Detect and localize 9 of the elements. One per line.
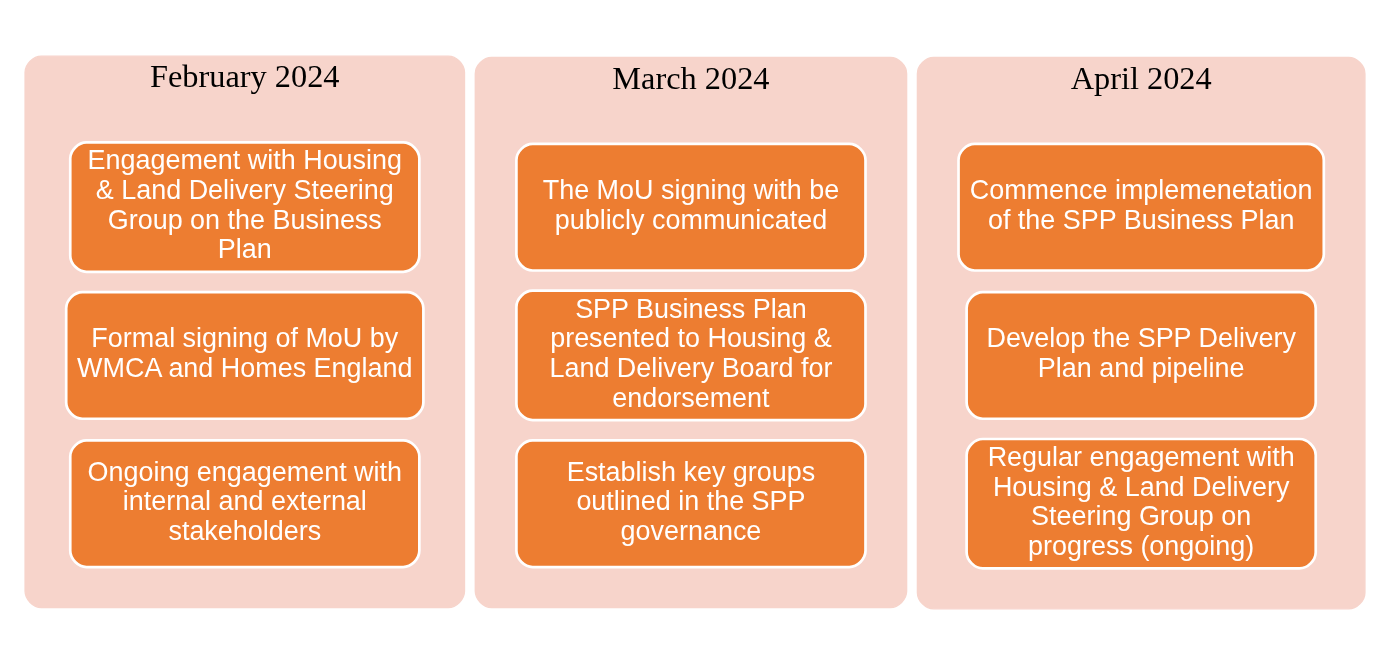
node-box: Formal signing of MoU by WMCA and Homes England (64, 290, 425, 420)
node-box: Establish key groups outlined in the SPP governance (515, 438, 867, 568)
node-box: Commence implemenetation of the SPP Business Plan (957, 141, 1326, 272)
node-box: SPP Business Plan presented to Housing & Land Delivery Board for endorsement (515, 288, 867, 421)
node-box: The MoU signing with be publicly communicated (515, 141, 867, 272)
node-box: Regular engagement with Housing & Land Delivery Steering Group on progress (ongoing) (965, 437, 1318, 570)
node-box: Ongoing engagement with internal and external stakeholders (68, 438, 421, 568)
node-box: Engagement with Housing & Land Delivery Steering Group on the Business Plan (68, 140, 421, 273)
node-box: Develop the SPP Delivery Plan and pipeline (965, 290, 1318, 420)
